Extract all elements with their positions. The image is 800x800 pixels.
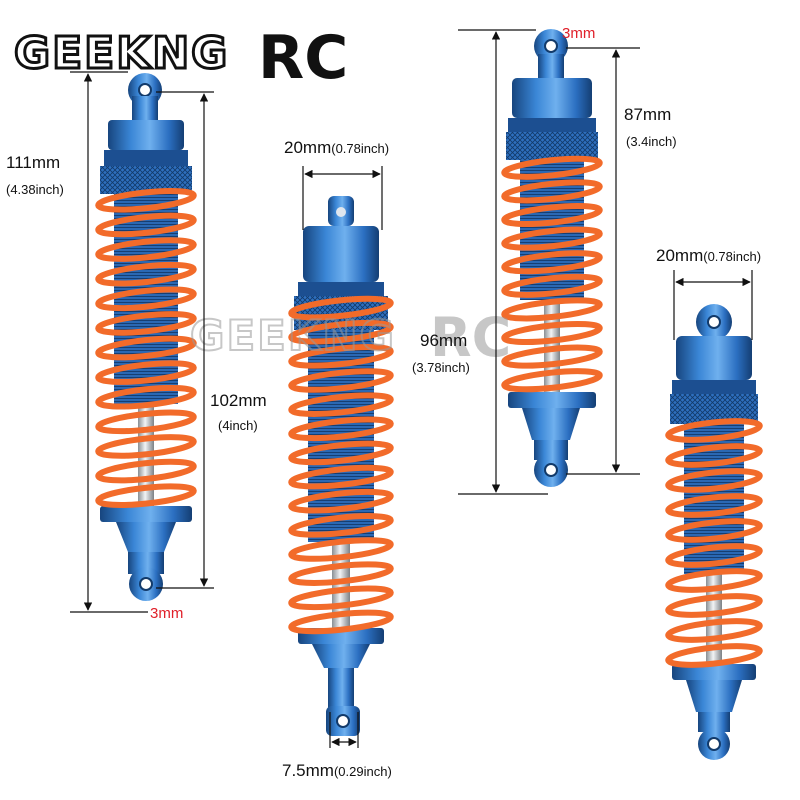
shock1-hole: 3mm (150, 605, 183, 622)
spring-coil (501, 155, 603, 180)
shock3-hole: 3mm (562, 25, 595, 42)
shock3-spacing-in: (3.4inch) (626, 134, 677, 149)
spring-coil (665, 618, 763, 643)
spring-coil (95, 409, 197, 435)
shock-absorber-4 (665, 304, 763, 760)
dimension-lines (70, 29, 753, 748)
spring-coil (95, 458, 197, 484)
spring-coil (665, 418, 763, 443)
spring-coil (95, 384, 197, 410)
watermark-brand-text: GEEKNG (190, 311, 396, 360)
spring-coil (665, 643, 763, 668)
spring-coil (95, 212, 197, 238)
shock2-width: 20mm(0.78inch) (284, 138, 389, 157)
piston-rod (138, 404, 154, 514)
spring-coil (501, 179, 603, 204)
spring-coil (501, 344, 603, 369)
top-cap (303, 226, 379, 282)
spring-coil (288, 392, 394, 417)
spring-coil (95, 261, 197, 287)
spring-coil (288, 464, 394, 490)
shock4-width: 20mm(0.78inch) (656, 246, 761, 265)
spring-coil (501, 368, 603, 393)
spring-coil (501, 297, 603, 322)
shock1-length-in: (4.38inch) (6, 182, 64, 197)
spring-coil (501, 202, 603, 228)
top-cap (108, 120, 184, 150)
spring-coil (288, 561, 394, 586)
shock1-spacing-mm: 102mm (210, 391, 267, 410)
orange-spring (665, 418, 763, 668)
spring-coil (288, 537, 394, 562)
spring-coil (665, 468, 763, 493)
spring-coil (95, 188, 197, 213)
dimension-labels: 111mm (4.38inch) 102mm (4inch) 3mm 20mm(… (6, 25, 761, 780)
spring-coil (288, 368, 394, 393)
shock2-rod: 7.5mm(0.29inch) (282, 761, 392, 780)
shock3-spacing-mm: 87mm (624, 105, 671, 124)
spring-coil (288, 609, 394, 635)
knurled-collar (506, 132, 598, 160)
spring-coil (288, 344, 394, 369)
spring-coil (95, 335, 197, 361)
spring-coil (95, 483, 197, 508)
spring-coil (288, 440, 394, 466)
shock-absorber-1 (95, 73, 197, 601)
spring-coil (288, 295, 394, 321)
shock1-spacing-in: (4inch) (218, 418, 258, 433)
spring-coil (665, 543, 763, 568)
shock-absorber-2 (288, 196, 394, 736)
shock1-length-mm: 111mm (6, 153, 60, 172)
shock3-length-in: (3.78inch) (412, 360, 470, 375)
spring-coil (95, 360, 197, 385)
threaded-body (114, 194, 178, 404)
spring-coil (95, 434, 197, 459)
spring-coil (501, 226, 603, 251)
spring-coil (288, 585, 394, 611)
spring-coil (95, 237, 197, 262)
orange-spring (501, 155, 603, 393)
top-cap (512, 78, 592, 118)
spring-seat (100, 506, 192, 522)
spring-coil (288, 416, 394, 442)
spring-coil (288, 488, 394, 514)
logo-brand-text: GEEKNG (14, 28, 229, 79)
spring-coil (665, 493, 763, 518)
spring-coil (501, 320, 603, 346)
spring-coil (501, 250, 603, 275)
spring-coil (288, 513, 394, 538)
spring-coil (95, 286, 197, 312)
spring-coil (665, 568, 763, 593)
top-cap (676, 336, 752, 380)
spring-coil (501, 273, 603, 298)
spring-seat (508, 392, 596, 408)
spring-coil (665, 518, 763, 543)
shock-absorber-3 (501, 29, 603, 487)
shock3-length-mm: 96mm (420, 331, 467, 350)
logo-mark-text: RC (258, 23, 348, 93)
brand-logo: GEEKNG RC (13, 23, 349, 93)
spring-coil (665, 593, 763, 618)
spring-coil (665, 443, 763, 468)
spring-coil (95, 311, 197, 336)
spring-coil (288, 319, 394, 345)
orange-spring (288, 295, 394, 635)
orange-spring (95, 188, 197, 508)
spring-seat (672, 664, 756, 680)
